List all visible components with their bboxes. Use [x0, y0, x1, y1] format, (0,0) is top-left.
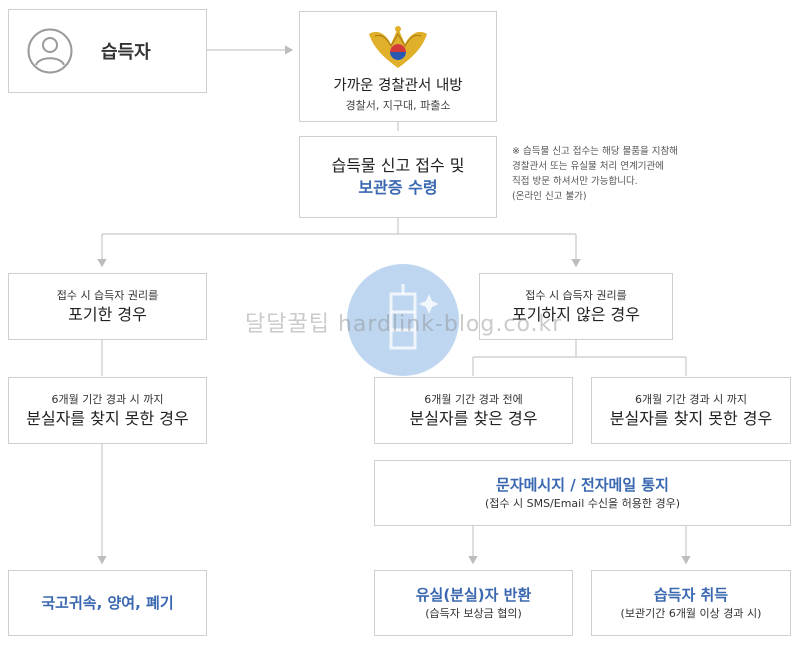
- return-to-owner-box: 유실(분실)자 반환 (습득자 보상금 협의): [374, 570, 573, 636]
- found-small: 6개월 기간 경과 전에: [424, 392, 523, 406]
- keep-big: 포기하지 않은 경우: [512, 304, 640, 324]
- notice-line: ※ 습득물 신고 접수는 해당 물품을 지참해: [512, 146, 678, 157]
- notice-line: (온라인 신고 불가): [512, 191, 587, 202]
- notification-box: 문자메시지 / 전자메일 통지 (접수 시 SMS/Email 수신을 허용한 …: [374, 460, 791, 526]
- report-line1: 습득물 신고 접수 및: [331, 156, 465, 175]
- acquire-subtitle: (보관기간 6개월 이상 경과 시): [620, 607, 762, 620]
- keep-rights-box: 접수 시 습득자 권리를 포기하지 않은 경우: [479, 273, 673, 340]
- left-owner-not-found-box: 6개월 기간 경과 시 까지 분실자를 찾지 못한 경우: [8, 377, 207, 444]
- person-icon: [27, 28, 73, 74]
- left-notfound-big: 분실자를 찾지 못한 경우: [26, 408, 189, 428]
- notice-line: 직접 방문 하셔서만 가능합니다.: [512, 176, 638, 187]
- police-station-box: 가까운 경찰관서 내방 경찰서, 지구대, 파출소: [299, 11, 497, 122]
- acquire-title: 습득자 취득: [653, 586, 729, 604]
- notice-line: 경찰관서 또는 유실물 처리 연계기관에: [512, 161, 664, 172]
- left-notfound-small: 6개월 기간 경과 시 까지: [51, 392, 164, 406]
- return-title: 유실(분실)자 반환: [415, 586, 532, 604]
- line-report-branch: [102, 218, 576, 235]
- online-report-notice: ※ 습득물 신고 접수는 해당 물품을 지참해 경찰관서 또는 유실물 처리 연…: [512, 144, 678, 204]
- return-subtitle: (습득자 보상금 협의): [425, 607, 522, 620]
- report-line2: 보관증 수령: [358, 178, 438, 197]
- police-emblem-icon: [365, 24, 431, 72]
- finder-acquires-box: 습득자 취득 (보관기간 6개월 이상 경과 시): [591, 570, 791, 636]
- found-big: 분실자를 찾은 경우: [409, 408, 538, 428]
- state-label: 국고귀속, 양여, 폐기: [41, 594, 174, 612]
- notification-subtitle: (접수 시 SMS/Email 수신을 허용한 경우): [484, 497, 681, 510]
- keep-small: 접수 시 습득자 권리를: [525, 288, 627, 302]
- waive-rights-box: 접수 시 습득자 권리를 포기한 경우: [8, 273, 207, 340]
- right-notfound-small: 6개월 기간 경과 시 까지: [634, 392, 748, 406]
- waive-small: 접수 시 습득자 권리를: [56, 288, 159, 302]
- finder-label: 습득자: [101, 42, 151, 63]
- police-title: 가까운 경찰관서 내방: [333, 78, 463, 94]
- police-subtitle: 경찰서, 지구대, 파출소: [345, 99, 451, 112]
- waive-big: 포기한 경우: [68, 304, 147, 324]
- finder-box: 습득자: [8, 9, 207, 93]
- owner-found-box: 6개월 기간 경과 전에 분실자를 찾은 경우: [374, 377, 573, 444]
- watermark-logo-icon: [347, 264, 459, 376]
- watermark-text: 달달꿀팁 hardlink-blog.co.kr: [245, 312, 563, 337]
- state-reversion-box: 국고귀속, 양여, 폐기: [8, 570, 207, 636]
- report-box: 습득물 신고 접수 및 보관증 수령: [299, 136, 497, 218]
- line-keep-branch: [472, 340, 687, 376]
- notification-title: 문자메시지 / 전자메일 통지: [496, 476, 669, 494]
- right-notfound-big: 분실자를 찾지 못한 경우: [609, 408, 773, 428]
- right-owner-not-found-box: 6개월 기간 경과 시 까지 분실자를 찾지 못한 경우: [591, 377, 791, 444]
